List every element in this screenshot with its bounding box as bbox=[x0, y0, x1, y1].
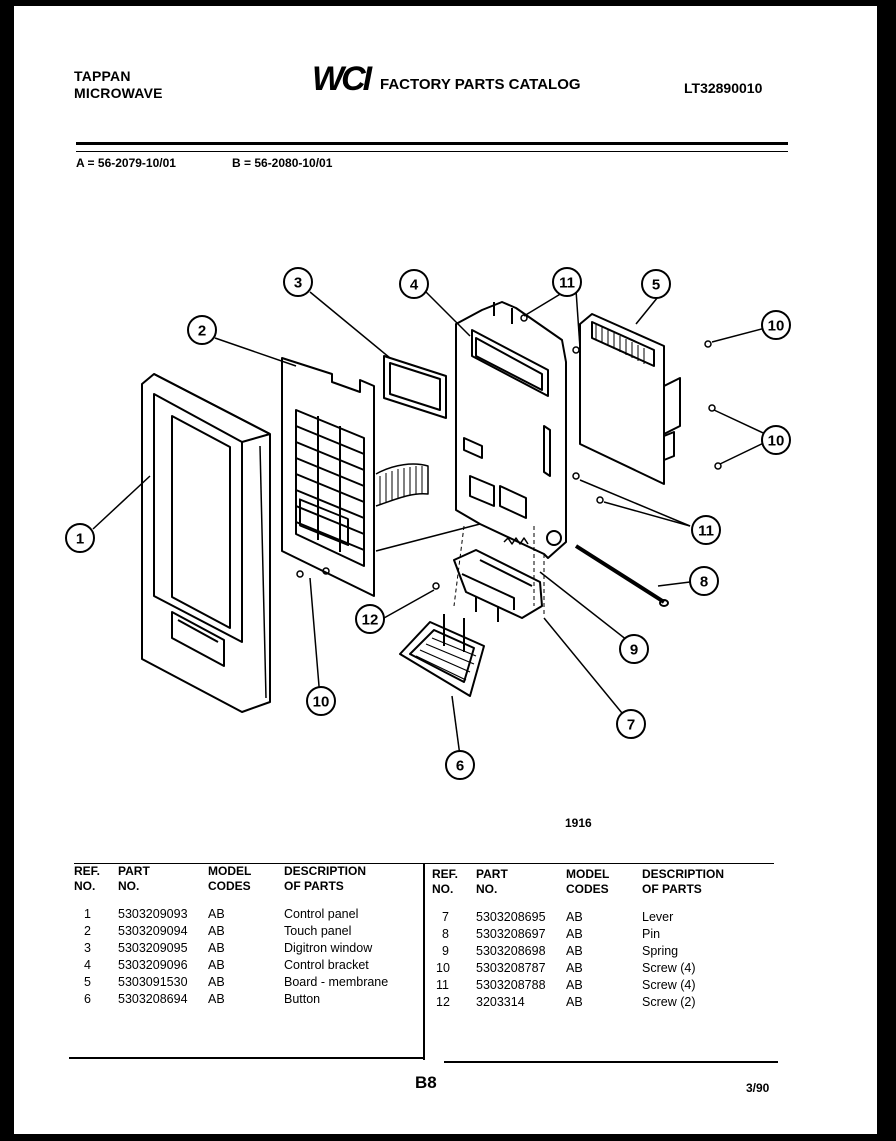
part-lever bbox=[453, 549, 543, 622]
part-digitron-window bbox=[383, 355, 447, 419]
callout-6: 6 bbox=[445, 750, 475, 780]
col-ref-no: REF.NO. bbox=[432, 867, 459, 896]
callout-12: 12 bbox=[355, 604, 385, 634]
catalog-title: FACTORY PARTS CATALOG bbox=[380, 76, 581, 93]
part-touch-panel bbox=[281, 357, 429, 597]
callout-10a: 10 bbox=[761, 310, 791, 340]
svg-text:10: 10 bbox=[768, 318, 785, 335]
svg-text:10: 10 bbox=[313, 694, 330, 711]
table-divider bbox=[423, 863, 425, 1060]
callout-9: 9 bbox=[619, 634, 649, 664]
callouts: 1 2 3 4 11 5 10 10 11 8 12 9 10 7 6 bbox=[65, 267, 791, 780]
table-bottom-rule-right bbox=[444, 1061, 778, 1063]
callout-4: 4 bbox=[399, 269, 429, 299]
figure-number: 1916 bbox=[565, 816, 592, 830]
svg-text:11: 11 bbox=[559, 275, 575, 292]
svg-text:9: 9 bbox=[630, 642, 638, 659]
brand-line-2: MICROWAVE bbox=[74, 85, 163, 101]
header-rule bbox=[76, 142, 788, 145]
brand-line-1: TAPPAN bbox=[74, 68, 131, 84]
header-rule-thin bbox=[76, 151, 788, 152]
col-ref-no: REF.NO. bbox=[74, 864, 101, 893]
callout-8: 8 bbox=[689, 566, 719, 596]
part-button bbox=[399, 614, 485, 697]
svg-text:8: 8 bbox=[700, 574, 708, 591]
model-a: A = 56-2079-10/01 bbox=[76, 156, 176, 170]
part-board-membrane bbox=[579, 313, 681, 485]
svg-text:5: 5 bbox=[652, 277, 660, 294]
model-b: B = 56-2080-10/01 bbox=[232, 156, 333, 170]
table-top-rule-right bbox=[424, 863, 774, 864]
brand-name: TAPPAN MICROWAVE bbox=[74, 68, 163, 102]
svg-text:4: 4 bbox=[410, 277, 419, 294]
callout-10b: 10 bbox=[761, 425, 791, 455]
svg-text:10: 10 bbox=[768, 433, 785, 450]
svg-text:2: 2 bbox=[198, 323, 206, 340]
svg-text:11: 11 bbox=[698, 523, 714, 540]
revision-date: 3/90 bbox=[746, 1081, 770, 1095]
svg-text:1: 1 bbox=[76, 531, 84, 548]
assembly-lines bbox=[453, 525, 545, 616]
callout-11b: 11 bbox=[691, 515, 721, 545]
table-top-rule-left bbox=[74, 863, 424, 864]
part-control-panel bbox=[141, 373, 271, 713]
callout-3: 3 bbox=[283, 267, 313, 297]
svg-text:7: 7 bbox=[627, 717, 635, 734]
callout-11a: 11 bbox=[552, 267, 582, 297]
callout-7: 7 bbox=[616, 709, 646, 739]
callout-5: 5 bbox=[641, 269, 671, 299]
page-number: B8 bbox=[415, 1073, 437, 1092]
screws bbox=[296, 314, 722, 590]
callout-10c: 10 bbox=[306, 686, 336, 716]
wci-logo: WCI bbox=[312, 60, 372, 98]
callout-2: 2 bbox=[187, 315, 217, 345]
part-pin bbox=[574, 544, 669, 607]
svg-text:6: 6 bbox=[456, 758, 464, 775]
svg-text:12: 12 bbox=[362, 612, 379, 629]
exploded-diagram: 1 2 3 4 11 5 10 10 11 8 12 9 10 7 6 bbox=[65, 267, 791, 780]
catalog-page: TAPPAN MICROWAVE WCI FACTORY PARTS CATAL… bbox=[12, 6, 877, 1134]
part-control-bracket bbox=[455, 301, 567, 559]
callout-1: 1 bbox=[65, 523, 95, 553]
table-bottom-rule-left bbox=[69, 1057, 424, 1059]
part-spring bbox=[503, 537, 529, 545]
svg-text:3: 3 bbox=[294, 275, 302, 292]
catalog-code: LT32890010 bbox=[684, 80, 763, 96]
